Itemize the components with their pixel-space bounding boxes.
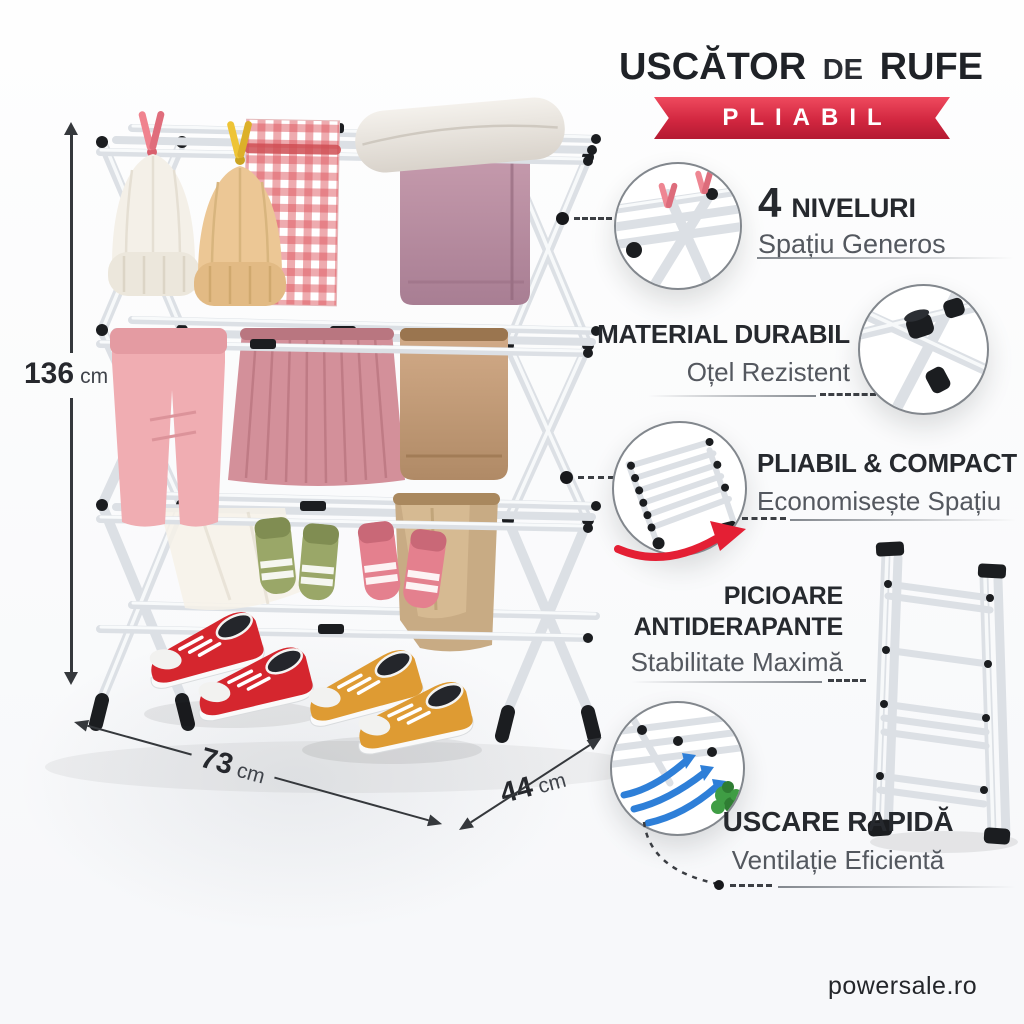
feature3-heading: PLIABIL & COMPACT [757, 448, 1017, 478]
tan-beanie [194, 166, 286, 306]
feature4-divider [632, 681, 822, 683]
feature5-connector-dot [714, 880, 724, 890]
feature4-heading-line2: ANTIDERAPANTE [633, 612, 844, 641]
feature1-connector-dot [556, 212, 569, 225]
fold-arrow-icon [614, 521, 746, 561]
title-ribbon: PLIABIL [654, 97, 950, 139]
feature5-photo-airflow [610, 701, 745, 836]
height-value: 136 [24, 357, 75, 390]
feature5-block: USCARE RAPIDĂ Ventilație Eficientă [710, 806, 966, 876]
feature5-connector-arc [642, 821, 719, 886]
title-part2: DE [822, 54, 864, 86]
page-title: USCĂTOR DE RUFE [601, 46, 1001, 89]
tan-towel [400, 328, 508, 480]
height-line-lower [70, 398, 73, 672]
feature2-photo-joints [858, 284, 989, 415]
width-value: 73 [197, 741, 237, 781]
feature2-divider [648, 395, 816, 397]
feature1-number: 4 [758, 179, 782, 226]
pink-pants [110, 328, 227, 527]
feature4-connector-dashes [828, 679, 866, 682]
feature3-divider [790, 519, 1016, 521]
red-sneakers-pair [149, 612, 314, 722]
feature3-connector-dashes [578, 476, 614, 479]
feature1-divider [757, 257, 1014, 259]
green-socks [254, 517, 340, 601]
drying-rack-product-photo [45, 97, 620, 793]
feature2-block: MATERIAL DURABIL Oțel Rezistent [560, 319, 850, 388]
feature3-connector-dot [560, 471, 573, 484]
feature3-subtitle: Economisește Spațiu [757, 485, 1002, 516]
feature2-connector-dashes [820, 393, 876, 396]
feature2-subtitle: Oțel Rezistent [686, 356, 850, 387]
feature1-subtitle: Spațiu Generos [758, 229, 946, 260]
feature5-heading: USCARE RAPIDĂ [722, 806, 954, 837]
height-arrow-top [64, 122, 78, 135]
pink-socks [357, 521, 447, 609]
feature1-photo-levels [614, 162, 742, 290]
ribbon-label: PLIABIL [722, 104, 893, 131]
feature4-subtitle: Stabilitate Maximă [630, 647, 843, 677]
height-line-upper [70, 135, 73, 353]
height-unit: cm [80, 365, 109, 388]
folded-rack-photo [867, 541, 1018, 853]
yellow-clothespin-icon [227, 120, 252, 165]
width-unit: cm [234, 758, 268, 788]
brand-logo: powersale.ro [828, 972, 978, 1000]
feature3-block: PLIABIL & COMPACT Economisește Spațiu [757, 448, 1019, 517]
feature5-subtitle: Ventilație Eficientă [731, 845, 945, 876]
height-dimension-label: 136 cm [24, 357, 108, 391]
feature4-heading-line1: PICIOARE [723, 582, 843, 610]
feature5-divider-dashes [730, 884, 772, 887]
pleated-skirt [228, 328, 405, 486]
title-part1: USCĂTOR [618, 46, 807, 88]
airflow-arrows-icon [620, 753, 726, 827]
feature1-heading: NIVELURI [791, 193, 916, 223]
feature2-heading: MATERIAL DURABIL [597, 319, 850, 349]
width-arrow-left [72, 716, 90, 732]
feature1-connector-dashes [574, 217, 612, 220]
yellow-sneakers-pair [308, 650, 474, 755]
feature5-divider [778, 886, 1016, 888]
pink-clothespin-icon [658, 170, 713, 209]
feature3-divider-dashes [742, 517, 786, 520]
pink-clothespin-icon [138, 111, 165, 157]
pillow [355, 97, 565, 173]
white-beanie [108, 154, 200, 296]
feature4-block: PICIOARE ANTIDERAPANTE Stabilitate Maxim… [543, 581, 844, 678]
title-part3: RUFE [879, 46, 984, 88]
height-arrow-bottom [64, 672, 78, 685]
feature1-block: 4 NIVELURI Spațiu Generos [758, 179, 1020, 260]
